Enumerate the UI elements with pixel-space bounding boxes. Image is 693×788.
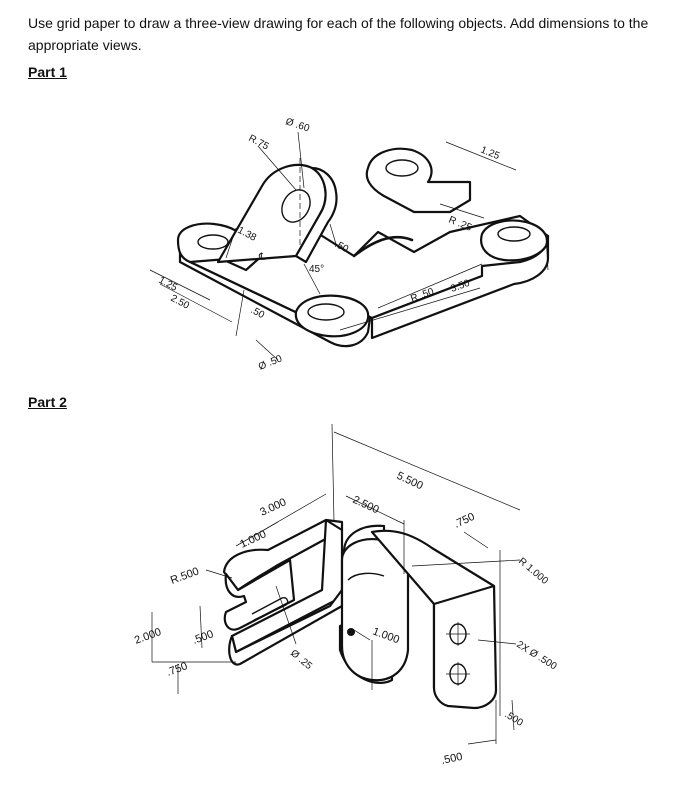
part1-dim-r75: R.75 <box>247 133 271 153</box>
part1-dimline <box>339 287 481 331</box>
part2-dim-r1000: R 1.000 <box>516 556 550 587</box>
part1-dimline <box>235 289 245 337</box>
part1-dim-dia60: Ø .60 <box>284 116 311 134</box>
part2-dim-r500: R.500 <box>169 566 201 587</box>
part2-dim-dia25: Ø .25 <box>288 648 314 672</box>
part1-front-ear <box>294 294 370 338</box>
part2-dim-2000: 2.000 <box>133 626 163 647</box>
part1-dimline <box>439 203 485 219</box>
part1-front-ear-hole <box>307 303 345 321</box>
part2-dim-holes: 2X Ø .500 <box>514 639 558 672</box>
part1-dimline <box>159 283 233 323</box>
part2-dimline <box>235 521 279 547</box>
part1-dimline <box>329 223 337 245</box>
part2-dimline <box>331 423 335 523</box>
part1-dim-250: 2.50 <box>169 293 192 312</box>
part1-dimline <box>377 263 483 309</box>
part1-right-block-hole <box>385 159 419 177</box>
part1-dim-dia50: Ø .50 <box>257 353 284 373</box>
part1-right-block <box>365 147 472 214</box>
part2-dim-500-bottom: .500 <box>440 751 463 767</box>
part1-left-ear-hole <box>197 234 229 250</box>
part2-dimline <box>345 495 405 525</box>
part2-dim-5500: 5.500 <box>395 470 425 493</box>
part2-dimline <box>467 739 497 745</box>
part1-dimline <box>445 141 517 171</box>
part1-drawing: Ø .60 R.75 1.38 ℄ .50 .50 Ø .50 45° 1.25… <box>149 116 550 373</box>
part1-dim-angle: 45° <box>309 264 324 275</box>
part2-dimline <box>411 559 521 567</box>
part2-dim-750-left: .750 <box>165 660 189 679</box>
part1-upright-thickness <box>294 166 338 264</box>
part2-datum-mark <box>347 628 355 636</box>
part2-dim-750-top: .750 <box>452 511 476 531</box>
part1-label: Part 1 <box>28 64 67 80</box>
part2-cylinder-edge <box>347 572 385 581</box>
part1-plate-right-front <box>370 234 550 340</box>
part2-dimline <box>205 569 233 579</box>
part1-dimline <box>297 131 305 189</box>
part2-dim-3000: 3.000 <box>258 496 288 519</box>
part2-dimline <box>333 431 521 511</box>
part2-dimline <box>353 629 371 641</box>
part1-dimline <box>255 339 279 361</box>
part2-drawing: 5.500 3.000 2.500 1.000 .750 R 1.000 R.5… <box>133 423 559 767</box>
part2-dim-2500: 2.500 <box>351 494 381 517</box>
part1-dim-centerline: ℄ <box>258 252 266 263</box>
part2-dimline <box>463 531 489 549</box>
part1-upright-hole <box>281 189 311 223</box>
part1-dimline <box>303 263 321 295</box>
part1-right-ear-hole <box>497 226 531 242</box>
part2-dim-500-left: .500 <box>191 628 215 647</box>
part1-dimline <box>257 145 297 191</box>
part1-dimline <box>545 235 549 271</box>
part2-dimline <box>477 639 517 645</box>
part2-slotted-arm <box>223 558 296 631</box>
part2-plate-front <box>432 584 498 710</box>
part2-dimline <box>511 699 515 731</box>
part2-web <box>230 518 344 654</box>
instructions-text: Use grid paper to draw a three-view draw… <box>28 15 649 53</box>
part1-dim-125-left: 1.25 <box>157 275 180 294</box>
part2-dimline <box>199 605 203 649</box>
part2-dim-1000-top: 1.000 <box>238 528 268 551</box>
part2-slot <box>251 596 289 621</box>
part2-web-front <box>228 588 344 666</box>
part2-label: Part 2 <box>28 394 67 410</box>
part1-dimline <box>149 269 211 301</box>
part2-dimline <box>275 585 297 645</box>
part1-dimline <box>225 227 237 259</box>
part1-slot-curve <box>352 235 414 258</box>
